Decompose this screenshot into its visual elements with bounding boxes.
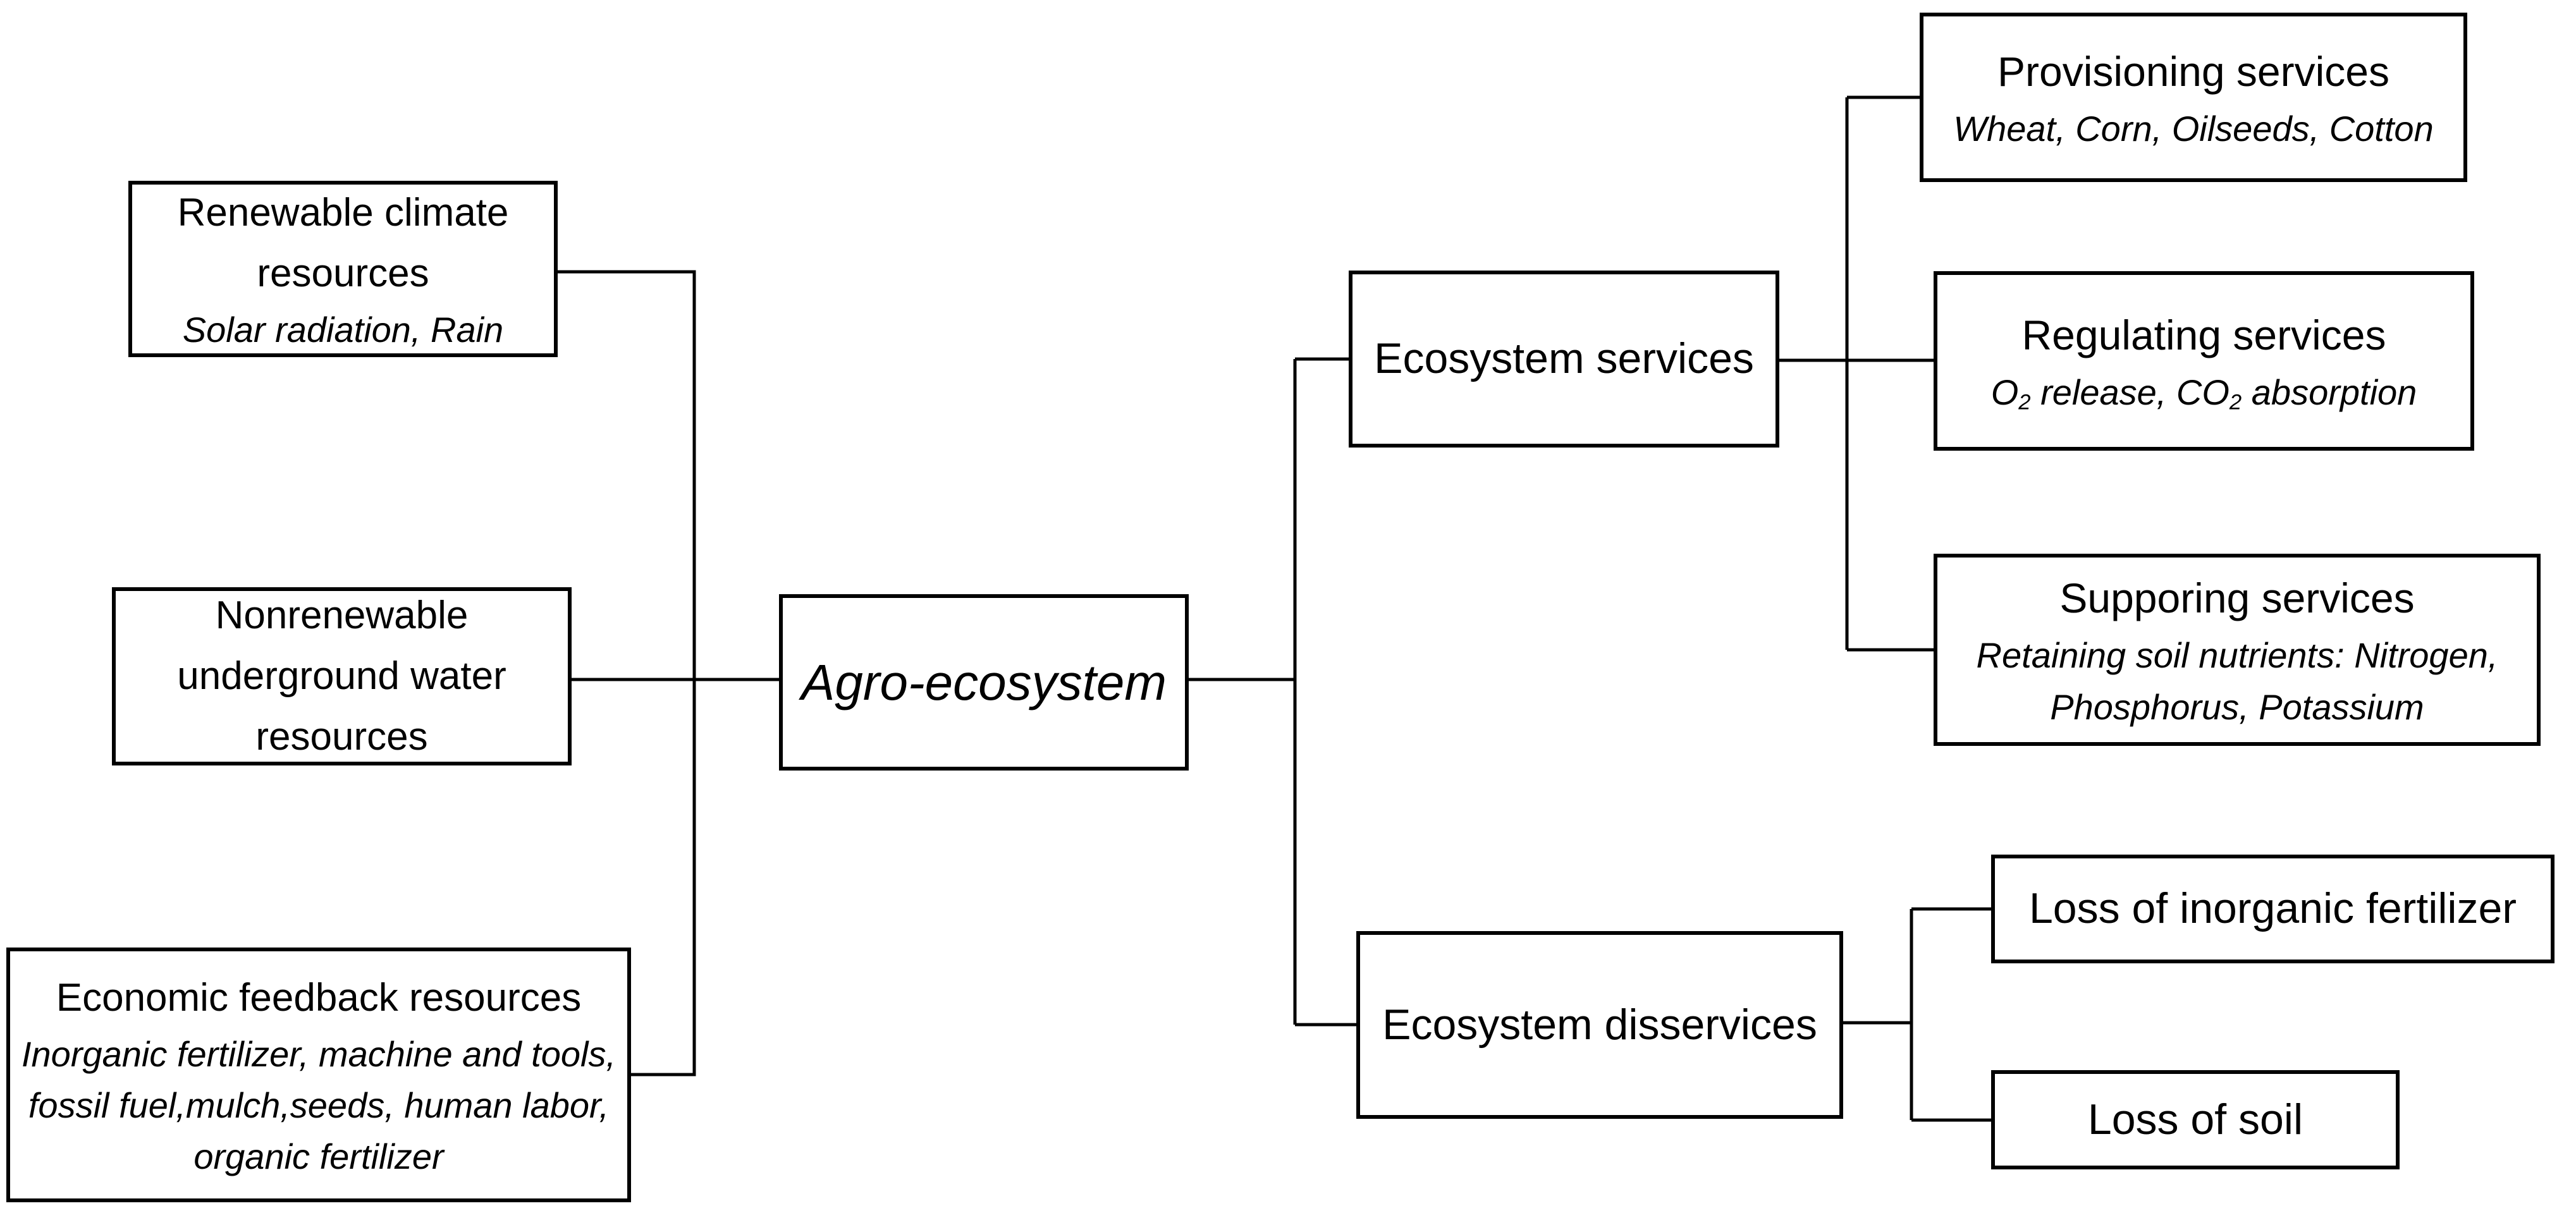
node-title-line: Renewable climate bbox=[177, 190, 509, 235]
node-title-line: Ecosystem disservices bbox=[1382, 1000, 1817, 1049]
node-example-line: Retaining soil nutrients: Nitrogen, bbox=[1976, 635, 2498, 676]
node-ecosystem-disservices: Ecosystem disservices bbox=[1356, 931, 1843, 1119]
node-title-line: Loss of inorganic fertilizer bbox=[2028, 884, 2517, 933]
services-bus-line bbox=[1779, 95, 1934, 652]
node-provisioning-services: Provisioning services Wheat, Corn, Oilse… bbox=[1920, 13, 2467, 182]
disservices-bus-line bbox=[1843, 907, 1991, 1122]
node-loss-of-inorganic-fertilizer: Loss of inorganic fertilizer bbox=[1991, 855, 2555, 963]
node-example-line: fossil fuel,mulch,seeds, human labor, bbox=[28, 1085, 610, 1125]
node-example-line: O2 release, CO2 absorption bbox=[1991, 367, 2417, 418]
node-agro-ecosystem: Agro-ecosystem bbox=[779, 594, 1189, 771]
chem-text: release, CO bbox=[2030, 372, 2229, 412]
node-title-line: Loss of soil bbox=[2087, 1095, 2303, 1143]
node-title-line: Supporing services bbox=[2059, 575, 2415, 622]
chem-text: O bbox=[1990, 372, 2019, 412]
node-title-line: Ecosystem services bbox=[1374, 334, 1754, 383]
node-ecosystem-services: Ecosystem services bbox=[1349, 271, 1779, 448]
node-example-line: organic fertilizer bbox=[193, 1137, 444, 1177]
agro-right-bus-line bbox=[1189, 357, 1356, 1027]
node-title-line: resources bbox=[257, 251, 429, 295]
node-title-line: resources bbox=[255, 715, 428, 759]
node-title-line: Economic feedback resources bbox=[56, 975, 582, 1020]
subscript-digit: 2 bbox=[2229, 390, 2242, 415]
subscript-digit: 2 bbox=[2018, 390, 2031, 415]
node-title-line: Agro-ecosystem bbox=[801, 654, 1167, 710]
node-nonrenewable-underground-water: Nonrenewable underground water resources bbox=[112, 587, 572, 765]
node-title-line: Regulating services bbox=[2021, 311, 2386, 358]
node-example-line: Phosphorus, Potassium bbox=[2050, 686, 2424, 727]
node-example-line: Wheat, Corn, Oilseeds, Cotton bbox=[1953, 108, 2434, 149]
node-economic-feedback-resources: Economic feedback resources Inorganic fe… bbox=[6, 948, 631, 1202]
chem-text: absorption bbox=[2242, 372, 2417, 412]
node-title-line: Nonrenewable bbox=[215, 593, 469, 637]
node-loss-of-soil: Loss of soil bbox=[1991, 1070, 2400, 1169]
node-renewable-climate-resources: Renewable climate resources Solar radiat… bbox=[128, 181, 558, 357]
node-supporting-services: Supporing services Retaining soil nutrie… bbox=[1934, 554, 2541, 746]
node-example-line: Inorganic fertilizer, machine and tools, bbox=[21, 1033, 616, 1074]
node-title-line: Provisioning services bbox=[1997, 47, 2389, 95]
node-regulating-services: Regulating services O2 release, CO2 abso… bbox=[1934, 271, 2474, 451]
left-bus-line bbox=[558, 270, 696, 1076]
node-example-line: Solar radiation, Rain bbox=[182, 310, 504, 350]
node-title-line: underground water bbox=[177, 654, 506, 698]
